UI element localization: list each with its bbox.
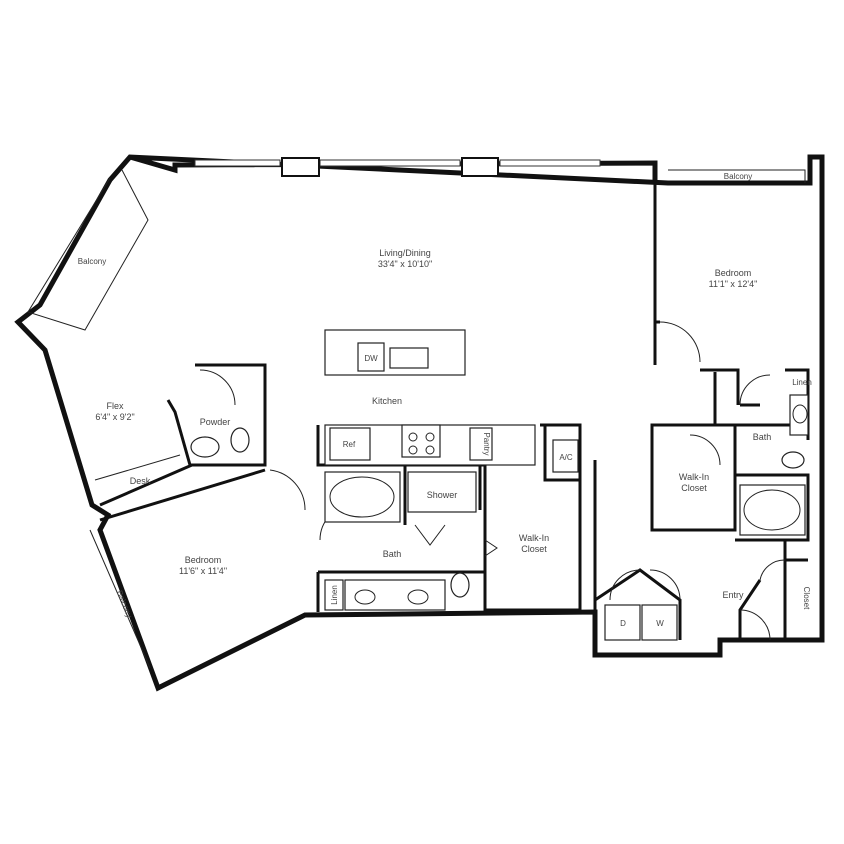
walkin-right-label-2: Closet [681, 483, 707, 493]
wall [650, 423, 810, 542]
refrigerator [329, 427, 371, 461]
pantry-label: Pantry [482, 432, 491, 455]
desk [94, 454, 181, 481]
toilet [781, 451, 805, 469]
bath-right-label: Bath [753, 432, 772, 442]
walkin-left-label: Walk-In [519, 533, 549, 543]
bathtub [324, 471, 401, 523]
kitchen-label: Kitchen [372, 396, 402, 406]
ac-label: A/C [559, 453, 573, 462]
column [281, 157, 320, 177]
wall [99, 468, 266, 522]
ref-label: Ref [343, 440, 356, 449]
bedroom-right-label: Bedroom [715, 268, 752, 278]
shower [407, 471, 477, 513]
walkin-right-label: Walk-In [679, 472, 709, 482]
window [319, 159, 461, 167]
washer [641, 604, 678, 641]
closet-label: Closet [802, 587, 811, 610]
balcony-rail-top-left [27, 169, 149, 331]
door-swing [609, 559, 786, 641]
bedroom-right-size: 11'1" x 12'4" [709, 279, 758, 289]
toilet [230, 427, 250, 453]
living-dining-size: 33'4" x 10'10" [378, 259, 432, 269]
balcony-rail-left [89, 529, 151, 669]
dw-label: DW [364, 354, 378, 363]
flex-size: 6'4" x 9'2" [95, 412, 134, 422]
column [461, 157, 499, 177]
balcony-top-left-label: Balcony [78, 257, 106, 266]
ac-unit [552, 439, 579, 473]
bedroom-left-size: 11'6" x 11'4" [179, 566, 227, 576]
stove [401, 424, 441, 458]
balcony-left-label: Balcony [115, 589, 134, 619]
toilet [450, 572, 470, 598]
wall [653, 180, 810, 440]
linen-left-label: Linen [330, 585, 339, 605]
linen-left [324, 579, 344, 611]
bedroom-left-label: Bedroom [185, 555, 222, 565]
window [499, 159, 601, 167]
bathtub [739, 484, 806, 536]
linen-right-label: Linen [792, 378, 812, 387]
desk-label: Desk [130, 476, 151, 486]
pantry [469, 427, 493, 461]
entry-label: Entry [722, 590, 744, 600]
shower-label: Shower [427, 490, 458, 500]
wall [594, 540, 808, 640]
sink [190, 436, 220, 458]
window [194, 159, 281, 167]
wall [316, 423, 597, 612]
dishwasher [357, 342, 385, 372]
door-swing [199, 369, 306, 511]
vanity [789, 394, 809, 436]
dryer-label: D [620, 619, 626, 628]
door-swing [659, 321, 771, 466]
vanity [344, 579, 446, 611]
sink [389, 347, 429, 369]
flex-label: Flex [106, 401, 124, 411]
walkin-left-label-2: Closet [521, 544, 547, 554]
wall [99, 363, 267, 507]
living-dining-label: Living/Dining [379, 248, 431, 258]
exterior-wall [14, 154, 825, 692]
balcony-top-right-label: Balcony [724, 172, 752, 181]
balcony-rail-top-right [668, 169, 806, 183]
bath-left-label: Bath [383, 549, 402, 559]
powder-label: Powder [200, 417, 231, 427]
dryer [604, 604, 641, 641]
washer-label: W [656, 619, 664, 628]
